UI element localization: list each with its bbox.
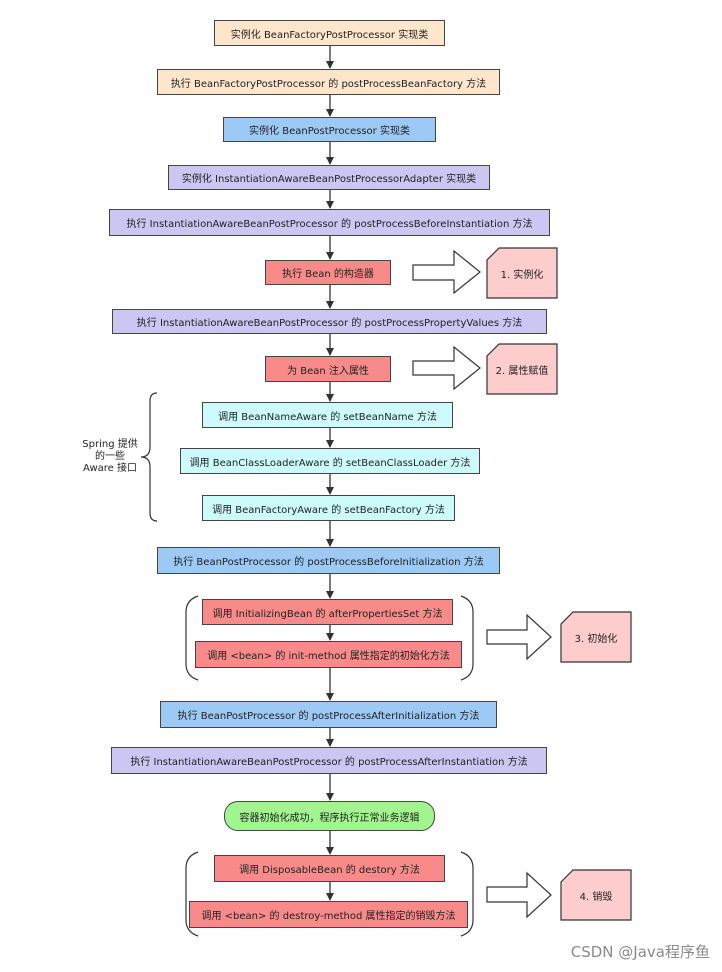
- phase-arrow-4: [486, 871, 552, 919]
- destroy-bracket-right: [460, 851, 474, 937]
- phase-note-label: 1. 实例化: [500, 269, 544, 281]
- step-instantiate-bpp: 实例化 BeanPostProcessor 实现类: [223, 117, 436, 142]
- phase-note-initialize: 3. 初始化: [561, 612, 631, 662]
- step-container-ready: 容器初始化成功，程序执行正常业务逻辑: [224, 801, 435, 831]
- phase-arrow-2: [412, 345, 481, 391]
- step-after-properties-set: 调用 InitializingBean 的 afterPropertiesSet…: [202, 599, 453, 625]
- phase-note-3-shape: [560, 611, 632, 663]
- step-run-postprocessbeanfactory: 执行 BeanFactoryPostProcessor 的 postProces…: [157, 69, 500, 95]
- phase-arrow-1: [412, 249, 481, 295]
- step-instantiate-iabpp-adapter: 实例化 InstantiationAwareBeanPostProcessorA…: [168, 165, 490, 190]
- step-set-bean-factory: 调用 BeanFactoryAware 的 setBeanFactory 方法: [202, 495, 455, 521]
- step-bean-constructor: 执行 Bean 的构造器: [265, 260, 391, 285]
- step-instantiate-bfpp: 实例化 BeanFactoryPostProcessor 实现类: [214, 20, 445, 46]
- phase-note-destroy: 4. 销毁: [561, 870, 631, 920]
- phase-note-instantiate: 1. 实例化: [487, 248, 557, 298]
- step-before-initialization: 执行 BeanPostProcessor 的 postProcessBefore…: [157, 547, 500, 574]
- aware-label-line2: 的一些: [95, 451, 125, 462]
- aware-label-line1: Spring 提供: [82, 439, 138, 450]
- init-bracket-left: [185, 595, 199, 681]
- phase-note-label: 3. 初始化: [574, 633, 618, 645]
- init-bracket-right: [460, 595, 474, 681]
- phase-note-label: 4. 销毁: [579, 891, 613, 903]
- phase-arrow-3: [486, 613, 552, 661]
- step-after-instantiation: 执行 InstantiationAwareBeanPostProcessor 的…: [111, 747, 547, 774]
- phase-note-label: 2. 属性赋值: [495, 365, 549, 377]
- step-destroy-method: 调用 <bean> 的 destroy-method 属性指定的销毁方法: [189, 901, 468, 928]
- phase-note-2-shape: [486, 343, 558, 395]
- csdn-watermark: CSDN @Java程序鱼: [570, 943, 710, 961]
- step-set-bean-name: 调用 BeanNameAware 的 setBeanName 方法: [202, 402, 453, 428]
- aware-label-line3: Aware 接口: [83, 463, 137, 474]
- step-after-initialization: 执行 BeanPostProcessor 的 postProcessAfterI…: [160, 701, 497, 728]
- step-disposable-bean-destory: 调用 DisposableBean 的 destory 方法: [214, 855, 445, 882]
- step-init-method: 调用 <bean> 的 init-method 属性指定的初始化方法: [195, 641, 462, 668]
- step-post-process-property-values: 执行 InstantiationAwareBeanPostProcessor 的…: [112, 309, 547, 334]
- step-inject-properties: 为 Bean 注入属性: [265, 356, 391, 382]
- step-set-bean-classloader: 调用 BeanClassLoaderAware 的 setBeanClassLo…: [180, 448, 480, 474]
- destroy-bracket-left: [185, 851, 199, 937]
- aware-brace: [140, 392, 158, 522]
- phase-note-4-shape: [560, 869, 632, 921]
- phase-note-1-shape: [486, 247, 558, 299]
- step-before-instantiation: 执行 InstantiationAwareBeanPostProcessor 的…: [109, 209, 550, 236]
- aware-interfaces-label: Spring 提供 的一些 Aware 接口: [72, 439, 148, 475]
- phase-note-populate: 2. 属性赋值: [487, 344, 557, 394]
